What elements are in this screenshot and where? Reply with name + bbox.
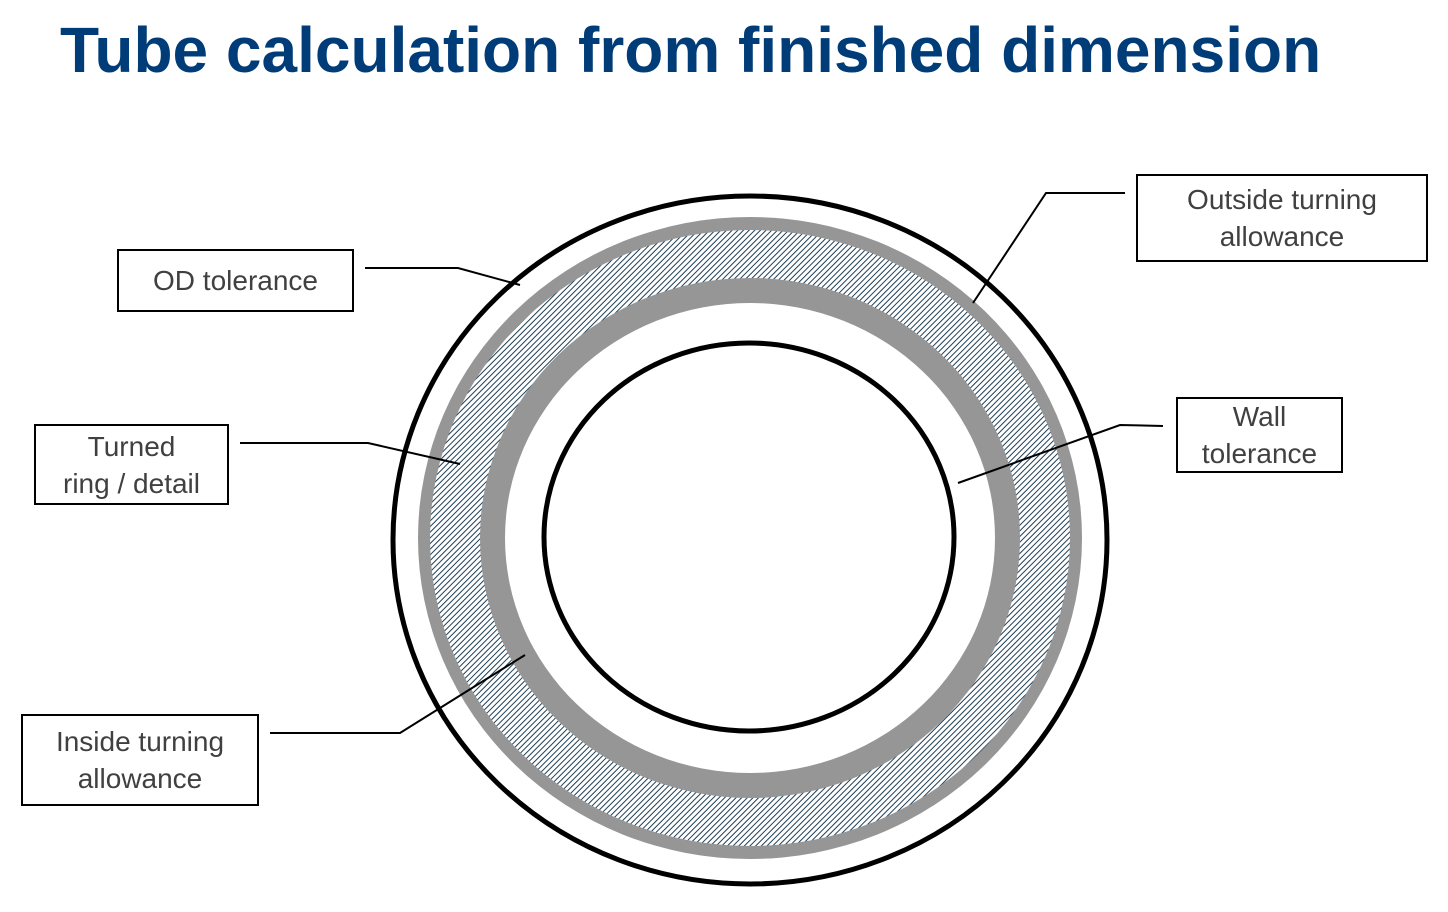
inside-turning-text-line-2: allowance	[77, 763, 203, 794]
turned-ring-leader-line	[240, 442, 461, 465]
wall-tolerance-text-line-2: tolerance	[1201, 438, 1318, 469]
turned-ring-detail-label: Turned ring / detail	[34, 424, 229, 505]
turned-ring-text-line-1: Turned	[87, 430, 176, 462]
inside-turning-text-line-1: Inside turning	[55, 726, 225, 757]
wall-tolerance-leader-line	[957, 423, 1164, 484]
od-tolerance-label: OD tolerance	[117, 249, 354, 312]
outside-turning-leader-line	[972, 192, 1125, 304]
wall-tolerance-label: Wall tolerance	[1176, 397, 1343, 473]
od-tolerance-text: OD tolerance	[153, 265, 318, 296]
outside-turning-allowance-label: Outside turning allowance	[1136, 174, 1428, 262]
outside-turning-text-line-2: allowance	[1219, 221, 1345, 252]
od-tolerance-leader-line	[365, 267, 521, 286]
wall-tolerance-text-line-1: Wall	[1232, 401, 1287, 432]
page-title: Tube calculation from finished dimension	[60, 14, 1322, 86]
inside-turning-allowance-label: Inside turning allowance	[21, 714, 259, 806]
inside-turning-leader-line	[270, 654, 526, 734]
turned-ring-text-line-2: ring / detail	[63, 467, 200, 499]
outside-turning-text-line-1: Outside turning	[1187, 184, 1377, 215]
inner-bore-outline	[541, 340, 957, 734]
